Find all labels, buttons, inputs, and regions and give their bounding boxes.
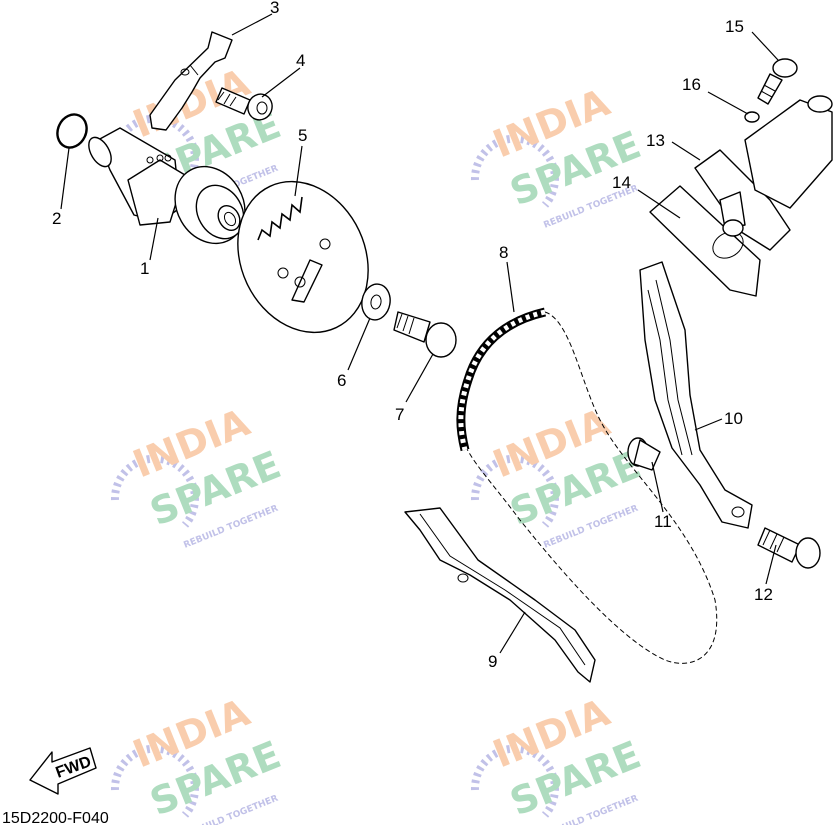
fwd-arrow-icon: FWD [29,747,97,795]
callout-7: 7 [395,405,404,424]
part-plate [149,31,233,131]
callout-10: 10 [724,409,743,428]
callout-4: 4 [296,51,305,70]
callout-2: 2 [52,209,61,228]
part-cam-chain [456,307,718,664]
part-washer-16 [744,111,760,123]
callout-16: 16 [682,75,701,94]
part-tensioner-assembly [694,95,833,251]
part-tensioner-guide [639,261,753,529]
part-bolt-4 [215,87,273,121]
part-chain-guide [404,507,596,683]
diagram-code: 15D2200-F040 [2,810,109,825]
watermark: INDIA SPARE REBUILD TOGETHER [110,690,287,825]
part-washer-6 [361,283,391,321]
part-camshaft [88,127,246,245]
callout-1: 1 [140,259,149,278]
leader-lines [60,13,779,654]
callout-6: 6 [337,371,346,390]
callout-3: 3 [270,0,279,17]
part-o-ring [56,113,88,149]
callout-9: 9 [488,652,497,671]
callout-labels: 1 2 3 4 5 6 7 8 9 10 11 12 13 14 15 16 [52,0,773,671]
part-spring [257,196,303,241]
part-bolt-7 [393,311,457,358]
watermark: INDIA SPARE REBUILD TOGETHER [110,400,287,551]
part-collar [627,437,661,471]
part-sprocket-disk [237,180,369,334]
callout-8: 8 [499,243,508,262]
callout-14: 14 [612,173,631,192]
callout-12: 12 [754,585,773,604]
part-bolt-12 [757,527,821,569]
watermark: INDIA SPARE REBUILD TOGETHER [470,690,647,825]
part-gasket [649,185,761,297]
watermark: INDIA SPARE REBUILD TOGETHER [470,80,647,231]
part-bolt-15 [757,58,798,105]
callout-15: 15 [725,17,744,36]
callout-11: 11 [654,512,672,531]
callout-13: 13 [646,131,665,150]
callout-5: 5 [298,126,307,145]
watermark: INDIA SPARE REBUILD TOGETHER [470,400,647,551]
